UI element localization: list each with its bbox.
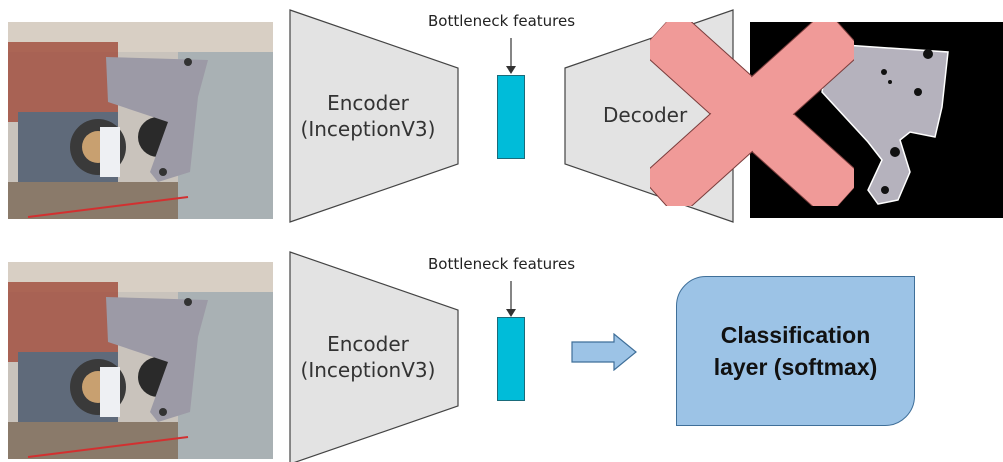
bottleneck-pointer-arrow-bottom <box>506 281 516 317</box>
encoder-subtitle-top: (InceptionV3) <box>300 117 436 141</box>
decoder-label: Decoder <box>603 103 688 127</box>
right-arrow-icon <box>571 333 637 371</box>
bottleneck-bar-top <box>497 75 525 159</box>
input-photo-bottom <box>8 262 273 459</box>
encoder-trapezoid-bottom <box>289 251 459 462</box>
encoder-subtitle-bottom: (InceptionV3) <box>300 358 436 382</box>
bottleneck-label-top: Bottleneck features <box>428 12 576 30</box>
encoder-label-bottom: Encoder (InceptionV3) <box>288 331 448 383</box>
encoder-trapezoid-top <box>289 9 459 223</box>
cross-mark-icon <box>650 22 854 206</box>
input-photo-top <box>8 22 273 219</box>
classification-label: Classification layer (softmax) <box>713 322 878 380</box>
encoder-title-top: Encoder <box>327 91 409 115</box>
encoder-title-bottom: Encoder <box>327 332 409 356</box>
bottleneck-pointer-arrow-top <box>506 38 516 74</box>
encoder-label-top: Encoder (InceptionV3) <box>288 90 448 142</box>
bottleneck-bar-bottom <box>497 317 525 401</box>
bottleneck-label-bottom: Bottleneck features <box>428 255 576 273</box>
classification-layer-box: Classification layer (softmax) <box>676 276 915 426</box>
